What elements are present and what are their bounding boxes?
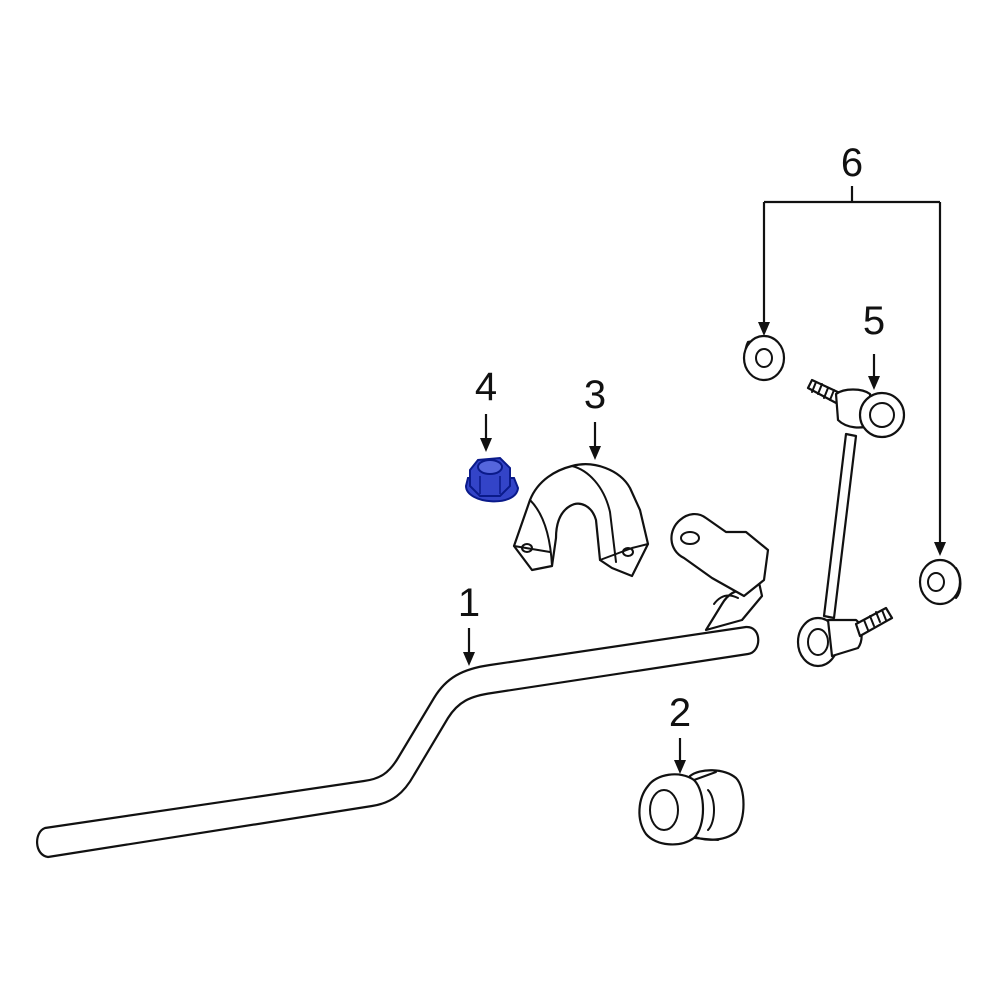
leader-5: [868, 354, 880, 390]
leader-3: [589, 422, 601, 460]
link-bushing-lower[interactable]: [918, 558, 962, 606]
leader-2: [674, 738, 686, 774]
stabilizer-bar[interactable]: [36, 513, 770, 859]
callout-6: 6: [841, 141, 863, 185]
bushing-bracket[interactable]: [512, 463, 650, 578]
callout-4: 4: [475, 365, 497, 409]
callout-2: 2: [669, 691, 691, 735]
stabilizer-link[interactable]: [796, 378, 906, 668]
bushing[interactable]: [638, 769, 745, 846]
leader-4: [480, 414, 492, 452]
callout-3: 3: [584, 373, 606, 417]
callout-5: 5: [863, 299, 885, 343]
leader-1: [463, 628, 475, 666]
leader-6: [758, 186, 946, 556]
link-bushing-upper[interactable]: [742, 334, 786, 382]
callout-1: 1: [458, 581, 480, 625]
flange-nut[interactable]: [464, 456, 520, 503]
